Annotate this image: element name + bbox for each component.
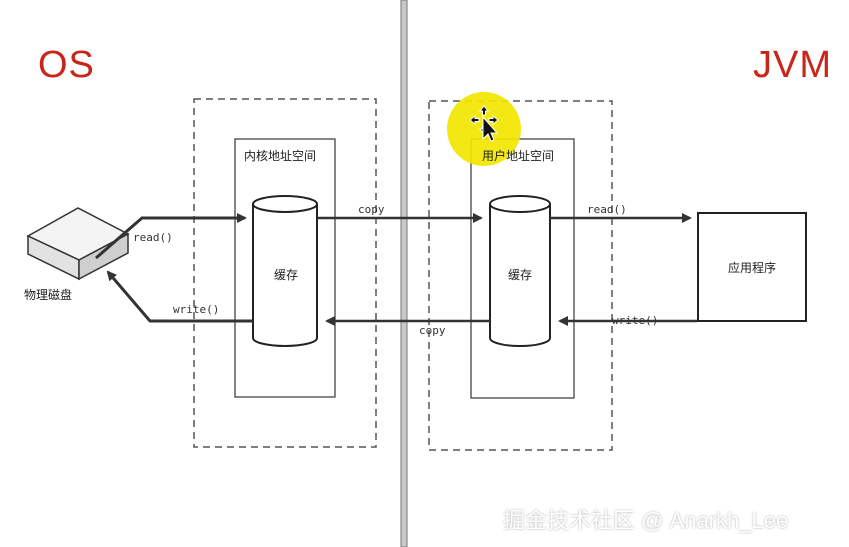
user-cache-cylinder [489,195,551,347]
disk-read-arrow [95,213,247,260]
kernel-cache-cylinder [252,195,318,347]
jvm-dashed-box [428,100,613,451]
copy-top-label: copy [358,203,385,216]
kernel-cache-label: 缓存 [274,268,299,282]
os-title: OS [38,44,95,86]
user-space-title: 用户地址空间 [482,149,555,163]
copy-bottom-label: copy [419,324,446,337]
app-write-label: write() [612,314,659,327]
center-divider [400,0,408,547]
application-label: 应用程序 [727,260,776,275]
application-box: 应用程序 [697,212,807,322]
kernel-space-title: 内核地址空间 [244,149,317,163]
app-read-label: read() [587,203,627,216]
kernel-space-box [234,138,336,398]
disk-label: 物理磁盘 [24,288,73,302]
os-dashed-box [193,98,377,448]
disk-read-label: read() [133,231,173,244]
user-space-box [470,138,575,399]
move-cursor-icon [469,105,499,142]
disk-write-label: write() [173,303,220,316]
jvm-title: JVM [753,44,832,86]
user-cache-label: 缓存 [508,268,533,282]
disk-write-arrow [106,270,253,323]
watermark: 掘金技术社区 @ Anarkh_Lee [503,508,789,533]
disk-icon [26,207,130,281]
